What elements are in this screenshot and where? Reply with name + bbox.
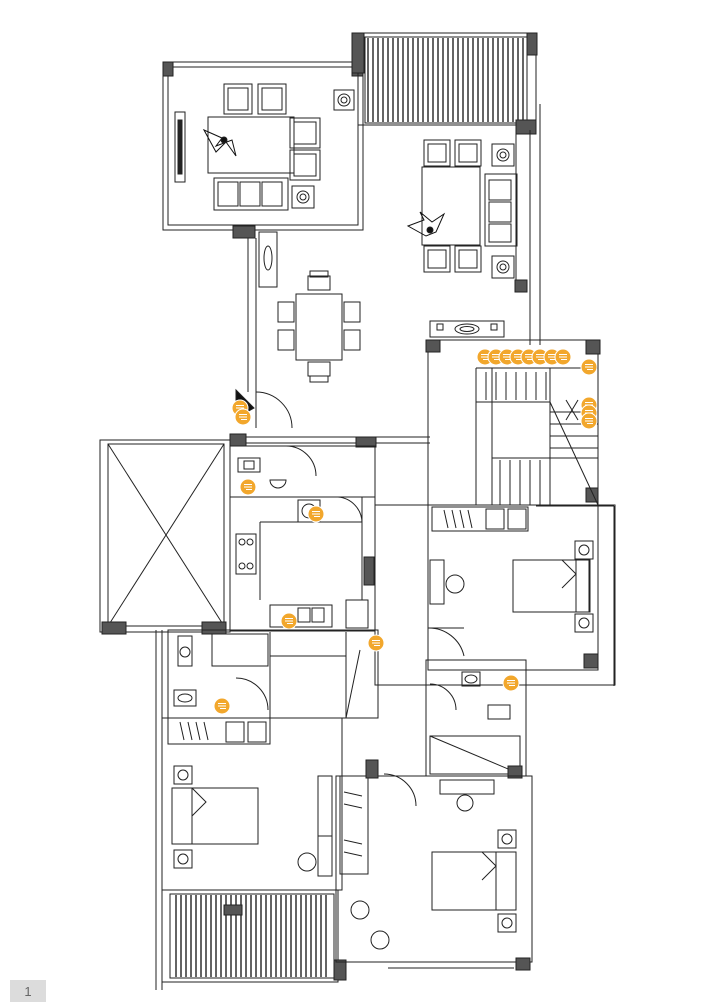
stair-core (425, 339, 601, 506)
bedroom-right (335, 759, 533, 971)
void-courtyard (99, 439, 231, 635)
outer-walls (155, 505, 615, 990)
comment-pin-icon[interactable] (280, 612, 298, 630)
sofa-set-right (406, 139, 518, 338)
comment-markers[interactable] (213, 348, 598, 715)
comment-pin-icon[interactable] (580, 358, 598, 376)
page-number-label: 1 (24, 983, 32, 999)
dining-table (258, 231, 361, 383)
master-bedroom (374, 504, 616, 686)
comment-pin-icon[interactable] (239, 478, 257, 496)
top-balcony-louvers (351, 32, 538, 135)
comment-pin-icon[interactable] (367, 634, 385, 652)
comment-pin-icon[interactable] (307, 505, 325, 523)
comment-pin-icon[interactable] (554, 348, 572, 366)
page-number-badge: 1 (10, 980, 46, 1002)
comment-pin-icon[interactable] (213, 697, 231, 715)
hall-walls (235, 238, 293, 429)
central-wall-band (229, 433, 430, 448)
bedroom-left (161, 717, 343, 891)
bottom-balcony-louvers (161, 889, 347, 983)
kitchen (229, 445, 376, 632)
comment-pin-icon[interactable] (580, 412, 598, 430)
lounge-walls (514, 104, 541, 345)
bathroom-left (167, 629, 379, 719)
comment-pin-icon[interactable] (502, 674, 520, 692)
sofa-set-left (174, 83, 355, 211)
comment-pin-icon[interactable] (234, 408, 252, 426)
